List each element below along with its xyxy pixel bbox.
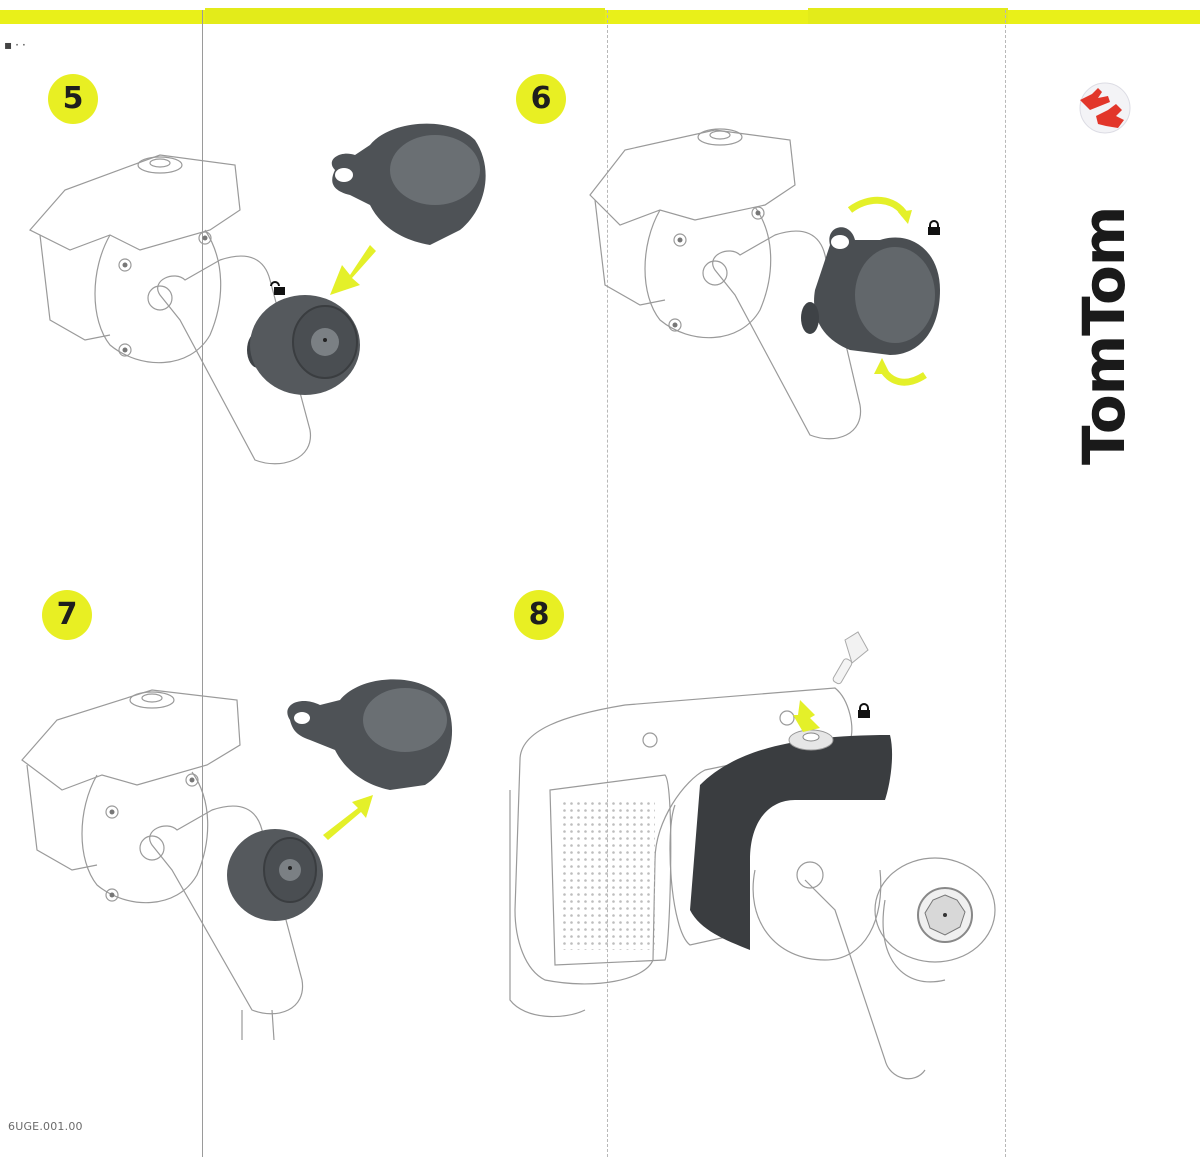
tomtom-hands-logo-icon [1079, 82, 1131, 134]
mount-line-drawing [21, 689, 304, 1041]
speaker-grille [560, 800, 655, 950]
lock-bracket-part [690, 729, 893, 950]
scan-specks: ▪·· [4, 38, 29, 52]
step-6-illustration [575, 115, 875, 445]
step-8-illustration [505, 660, 1005, 1100]
rotate-arrow-top-icon [847, 196, 909, 218]
step-badge-5: 5 [48, 74, 98, 124]
mount-line-drawing [589, 128, 862, 440]
top-accent-band-segment [808, 8, 1008, 24]
fold-line [607, 10, 609, 1157]
arrow-up-right-icon [323, 795, 373, 840]
step-badge-6: 6 [516, 74, 566, 124]
arrow-down-icon [793, 700, 820, 732]
step-badge-8: 8 [514, 590, 564, 640]
fold-line [202, 10, 204, 1157]
navigation-device-mount-drawing [509, 687, 996, 1080]
fold-line [1005, 10, 1007, 1157]
step-5-illustration [10, 120, 490, 490]
padlock-open-icon [270, 281, 285, 295]
cover-cap-part [331, 123, 486, 245]
rotate-arrow-bottom-icon [878, 366, 927, 386]
step-7-illustration [12, 680, 322, 1050]
document-code: 6UGE.001.00 [8, 1120, 83, 1133]
lock-nut-part [247, 295, 360, 395]
key-icon [832, 631, 869, 685]
step-5-parts [330, 123, 486, 295]
lock-nut-part [227, 829, 323, 921]
brand-wordmark: TomTom [1070, 206, 1138, 465]
mount-line-drawing [29, 154, 311, 465]
security-nut-part [917, 887, 973, 943]
step-6-parts [801, 196, 940, 386]
top-accent-band-segment [205, 8, 605, 24]
arrow-down-left-icon [330, 245, 376, 295]
step-badge-7: 7 [42, 590, 92, 640]
cover-cap-part [287, 679, 453, 790]
padlock-closed-icon [928, 220, 940, 235]
assembled-lock-cap-part [801, 227, 940, 355]
padlock-closed-icon [858, 703, 870, 718]
